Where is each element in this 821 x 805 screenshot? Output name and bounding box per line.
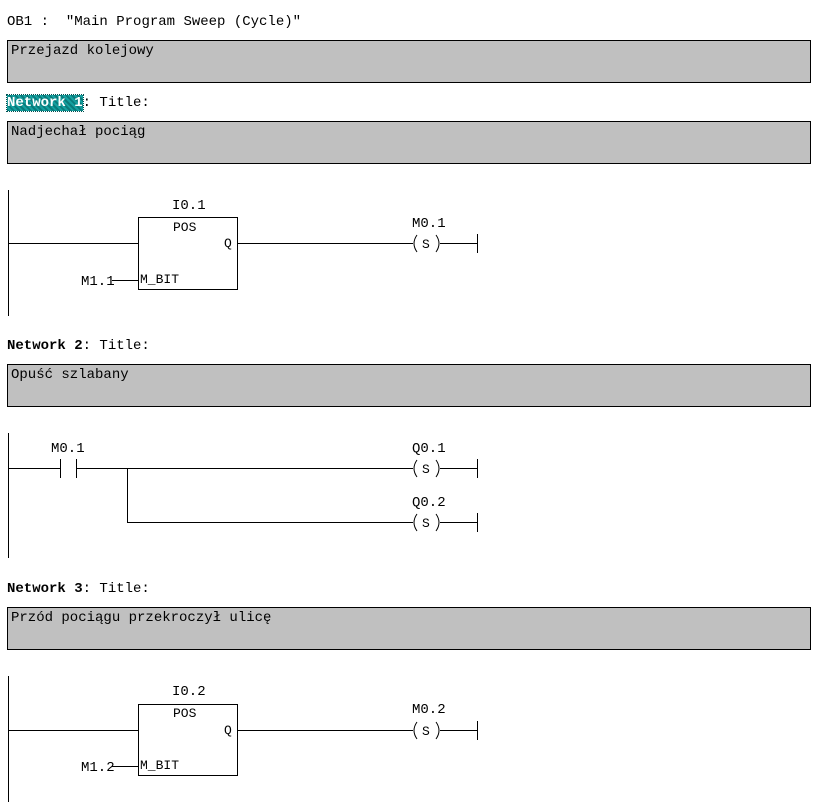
network-2-label[interactable]: Network 2	[7, 338, 83, 354]
network-2-title[interactable]: : Title:	[82, 338, 150, 354]
block-header: OB1 : "Main Program Sweep (Cycle)"	[7, 14, 301, 30]
box-type: POS	[173, 220, 197, 235]
coil-address[interactable]: M0.1	[412, 216, 446, 232]
coil-type: S	[422, 462, 430, 477]
coil-type: S	[422, 237, 430, 252]
box-input-operand[interactable]: M1.1	[81, 274, 115, 290]
coil-right	[435, 721, 440, 740]
network-3-title[interactable]: : Title:	[82, 581, 150, 597]
coil-right	[435, 234, 440, 253]
coil-right	[435, 459, 440, 478]
box-address: I0.2	[172, 684, 206, 700]
coil-address[interactable]: M0.2	[412, 702, 446, 718]
coil-left	[413, 459, 418, 478]
network-3-label[interactable]: Network 3	[7, 581, 83, 597]
box-address: I0.1	[172, 198, 206, 214]
box-input-pin: M_BIT	[140, 758, 179, 773]
network-1-title[interactable]: : Title:	[82, 95, 150, 111]
coil-left	[413, 721, 418, 740]
coil-left	[413, 234, 418, 253]
network-2-ladder[interactable]	[8, 433, 478, 558]
network-2-comment[interactable]: Opuść szlabany	[7, 364, 811, 407]
box-input-pin: M_BIT	[140, 272, 179, 287]
network-3-ladder[interactable]	[8, 676, 478, 802]
coil-type: S	[422, 516, 430, 531]
pos-box[interactable]	[138, 704, 238, 776]
block-name: OB1 :	[7, 14, 50, 30]
network-1-label[interactable]: Network 1	[6, 94, 84, 112]
box-input-operand[interactable]: M1.2	[81, 760, 115, 776]
coil-right	[435, 513, 440, 532]
block-title: "Main Program Sweep (Cycle)"	[65, 14, 302, 30]
network-1-ladder[interactable]	[8, 190, 478, 316]
block-comment[interactable]: Przejazd kolejowy	[7, 40, 811, 83]
coil-address[interactable]: Q0.2	[412, 495, 446, 511]
box-output-pin: Q	[224, 723, 232, 738]
box-output-pin: Q	[224, 236, 232, 251]
coil-type: S	[422, 724, 430, 739]
network-1-header: Network 1: Title:	[6, 94, 150, 112]
network-1-comment[interactable]: Nadjechał pociąg	[7, 121, 811, 164]
box-type: POS	[173, 706, 197, 721]
pos-box[interactable]	[138, 217, 238, 290]
coil-address[interactable]: Q0.1	[412, 441, 446, 457]
network-2-header: Network 2: Title:	[7, 338, 150, 354]
contact-address[interactable]: M0.1	[51, 441, 85, 457]
network-3-comment[interactable]: Przód pociągu przekroczył ulicę	[7, 607, 811, 650]
network-3-header: Network 3: Title:	[7, 581, 150, 597]
coil-left	[413, 513, 418, 532]
